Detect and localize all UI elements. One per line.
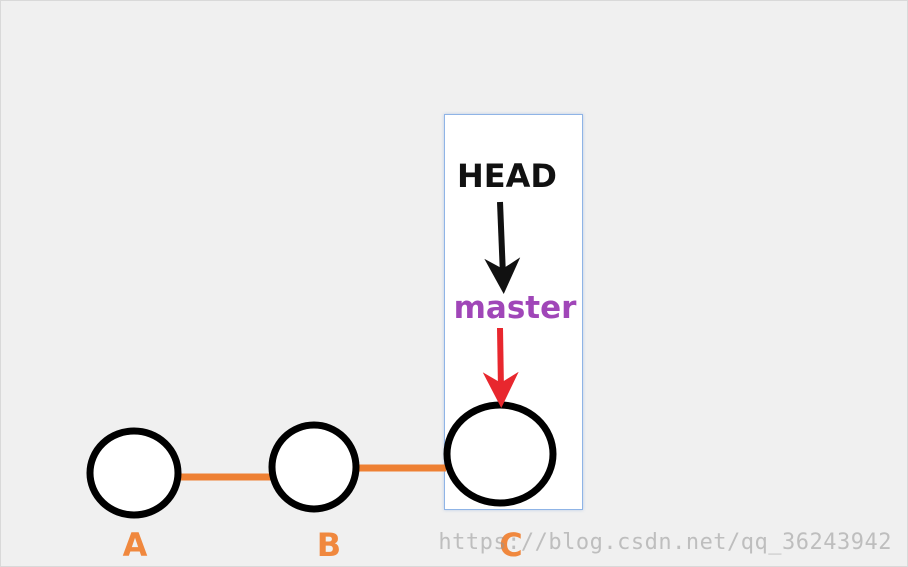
commit-label-a: A: [123, 526, 148, 564]
commit-node-b: [268, 421, 360, 513]
head-label: HEAD: [457, 157, 557, 195]
head-arrow: [484, 201, 521, 294]
commit-node-c: [443, 401, 557, 507]
commit-label-c: C: [499, 526, 522, 564]
master-arrow: [482, 327, 519, 408]
watermark: https://blog.csdn.net/qq_36243942: [438, 530, 892, 555]
master-label: master: [454, 290, 578, 326]
commit-node-a: [86, 427, 182, 519]
commit-label-b: B: [317, 526, 341, 564]
